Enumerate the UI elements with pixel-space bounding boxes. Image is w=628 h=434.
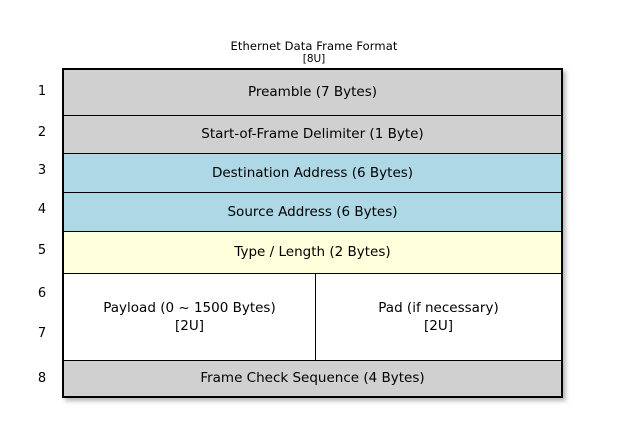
field-pad-label: Pad (if necessary) bbox=[378, 300, 499, 316]
row-number-3: 3 bbox=[37, 163, 47, 178]
page-title: Ethernet Data Frame Format bbox=[230, 39, 398, 53]
diagram-title-block: Ethernet Data Frame Format [8U] bbox=[0, 40, 628, 66]
field-type-length-label: Type / Length (2 Bytes) bbox=[234, 244, 391, 260]
row-number-7: 7 bbox=[37, 326, 47, 341]
field-payload: Payload (0 ~ 1500 Bytes) [2U] bbox=[64, 274, 316, 360]
field-payload-label: Payload (0 ~ 1500 Bytes) bbox=[103, 300, 276, 316]
field-frame-check-sequence: Frame Check Sequence (4 Bytes) bbox=[64, 361, 561, 396]
field-type-length: Type / Length (2 Bytes) bbox=[64, 232, 561, 274]
field-preamble-label: Preamble (7 Bytes) bbox=[247, 84, 378, 100]
row-number-2: 2 bbox=[37, 125, 47, 140]
row-number-8: 8 bbox=[37, 371, 47, 386]
field-source-address-label: Source Address (6 Bytes) bbox=[227, 203, 398, 220]
field-start-of-frame-delimiter: Start-of-Frame Delimiter (1 Byte) bbox=[64, 116, 561, 154]
field-preamble: Preamble (7 Bytes) bbox=[64, 70, 561, 116]
field-pad-tag: [2U] bbox=[423, 318, 453, 334]
field-destination-address: Destination Address (6 Bytes) bbox=[64, 154, 561, 193]
field-payload-pad-row: Payload (0 ~ 1500 Bytes) [2U] Pad (if ne… bbox=[64, 274, 561, 361]
page-title-tag: [8U] bbox=[302, 53, 326, 65]
row-number-5: 5 bbox=[37, 243, 47, 258]
field-destination-address-label: Destination Address (6 Bytes) bbox=[211, 164, 414, 181]
ethernet-frame-table: Preamble (7 Bytes) Start-of-Frame Delimi… bbox=[62, 68, 563, 398]
row-number-6: 6 bbox=[37, 286, 47, 301]
row-number-1: 1 bbox=[37, 84, 47, 99]
row-number-gutter: 1 2 3 4 5 6 7 8 bbox=[22, 68, 62, 398]
field-frame-check-sequence-label: Frame Check Sequence (4 Bytes) bbox=[200, 370, 425, 386]
field-pad: Pad (if necessary) [2U] bbox=[316, 274, 561, 360]
field-start-of-frame-delimiter-label: Start-of-Frame Delimiter (1 Byte) bbox=[201, 126, 424, 142]
row-number-4: 4 bbox=[37, 202, 47, 217]
field-payload-tag: [2U] bbox=[174, 318, 204, 334]
field-source-address: Source Address (6 Bytes) bbox=[64, 193, 561, 232]
